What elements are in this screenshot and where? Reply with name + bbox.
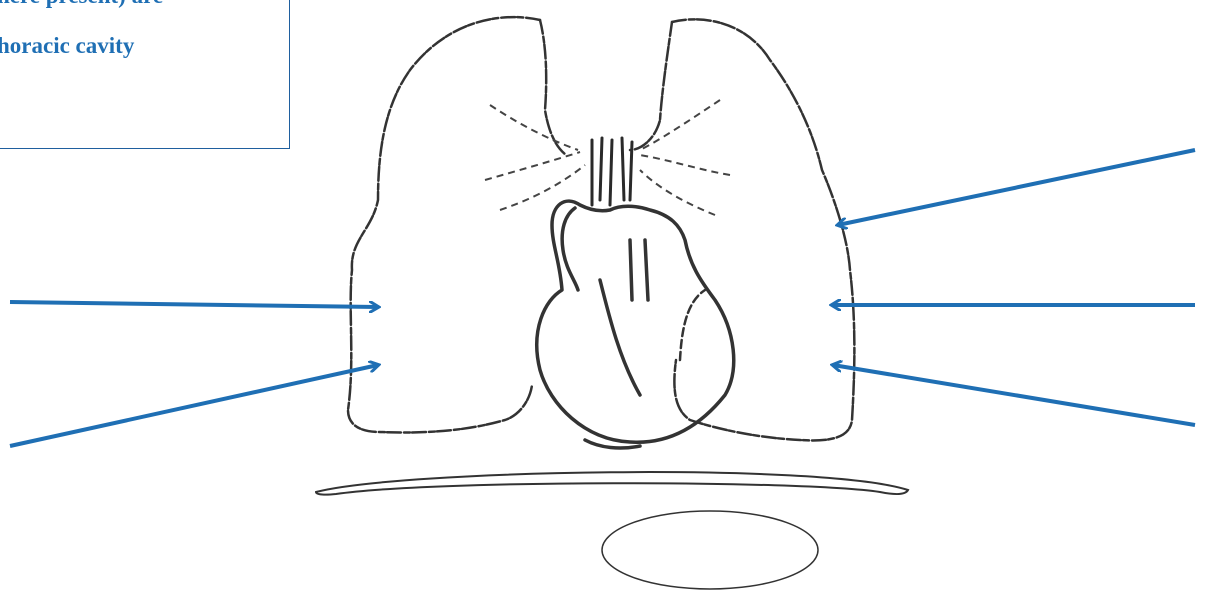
- arrow-left-lower: [10, 365, 378, 446]
- arrow-right-bottom: [833, 365, 1195, 425]
- right-lung-outline-icon: [630, 19, 854, 440]
- caption-line-2: horacic cavity: [0, 33, 134, 59]
- caption-box: here present) are horacic cavity: [0, 0, 290, 149]
- caption-line-1: here present) are: [0, 0, 163, 9]
- arrow-left-upper: [10, 302, 378, 307]
- great-vessels: [592, 138, 632, 205]
- heart-icon: [537, 201, 734, 448]
- hilar-markings: [485, 100, 730, 215]
- left-lung-outline-icon: [348, 17, 566, 432]
- abdominal-oval-icon: [602, 511, 818, 589]
- label-arrows: [10, 150, 1195, 446]
- arrow-right-top: [838, 150, 1195, 225]
- diaphragm-icon: [316, 472, 908, 495]
